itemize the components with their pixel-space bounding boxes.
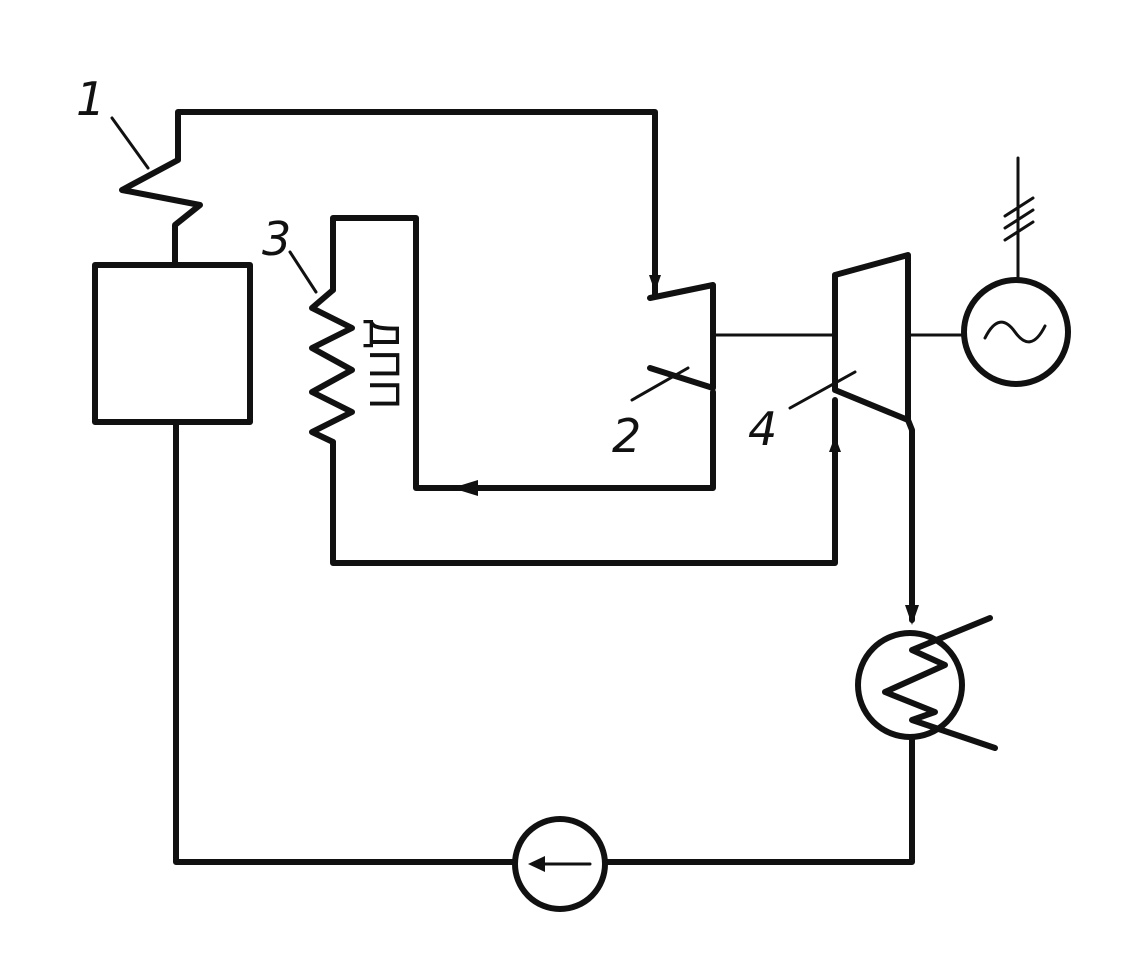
label-4: 4 [748, 402, 777, 456]
pump-arrowhead [528, 856, 545, 872]
steam-arrow-down [649, 275, 661, 292]
leader-3 [288, 250, 318, 294]
boiler [92, 262, 253, 425]
leader-1 [110, 116, 150, 170]
three-phase-grid-icon [1003, 196, 1035, 242]
reheat-arrow-up [829, 436, 841, 452]
label-3: 3 [262, 212, 291, 266]
label-2: 2 [612, 409, 641, 463]
hot-reheat-line [330, 397, 838, 566]
leader-4 [788, 370, 857, 410]
reheater-tag: ДПП [360, 318, 406, 409]
condensate-line [602, 734, 915, 865]
label-1: 1 [76, 72, 105, 126]
hp-turbine [647, 282, 716, 391]
lp-turbine [832, 252, 911, 423]
reheat-arrow-left [452, 480, 478, 496]
exhaust-arrow-down [905, 605, 919, 625]
feed-line [173, 419, 518, 865]
leader-2 [630, 366, 690, 402]
exhaust-line [905, 417, 915, 623]
pump-icon [512, 816, 608, 912]
cold-reheat-line [330, 215, 716, 491]
reheater-coil [309, 287, 355, 445]
sine-wave [983, 320, 1047, 344]
condenser-coil [882, 615, 998, 751]
ac-generator-icon [961, 277, 1071, 387]
superheater-coil [119, 109, 658, 298]
